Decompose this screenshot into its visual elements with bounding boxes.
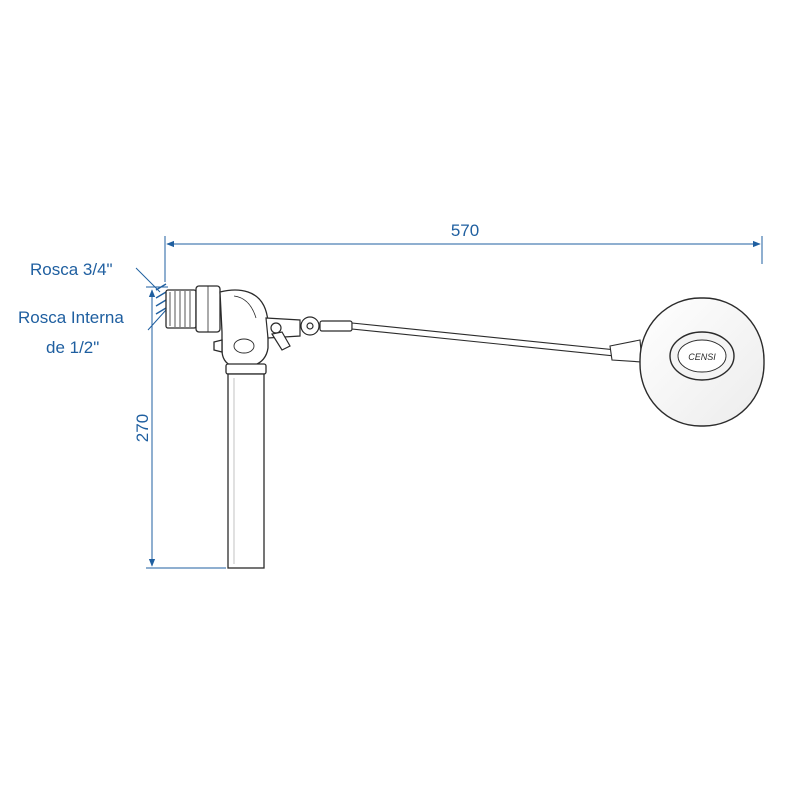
vertical-tube [227,373,265,569]
inlet-thread-lines [169,291,191,327]
valve-body [165,285,269,569]
thread-outer-leader [135,267,161,293]
elbow-body [219,289,269,367]
elbow-shading [233,295,257,319]
width-dimension: 570 [164,221,763,282]
float-ball-logo-text: CENSI [688,352,716,362]
body-side-nub [213,339,223,353]
thread-hatch-marks [155,283,167,315]
thread-inner-label-line2: de 1/2" [46,338,99,357]
float-ball: CENSI [639,297,765,427]
width-dimension-value: 570 [451,221,479,240]
threaded-inlet [165,289,197,329]
lever-link [271,331,291,351]
thread-inner-leader [147,309,167,331]
height-dimension-value: 270 [133,414,152,442]
body-logo-badge [233,338,255,354]
adjuster-knob-center [306,322,314,330]
float-rod [351,322,643,363]
float-rod-shaft [351,322,617,357]
thread-labels: Rosca 3/4" Rosca Interna de 1/2" [18,260,167,357]
tube-collar [225,363,267,375]
thread-outer-label: Rosca 3/4" [30,260,113,279]
float-ball-logo-inner [677,339,727,373]
thread-inner-label-line1: Rosca Interna [18,308,124,327]
rod-clamp [319,320,353,332]
lever-pivot [270,322,282,334]
float-rod-connector [609,339,643,363]
lever-mechanism [265,316,353,351]
height-dimension: 270 [133,286,226,569]
